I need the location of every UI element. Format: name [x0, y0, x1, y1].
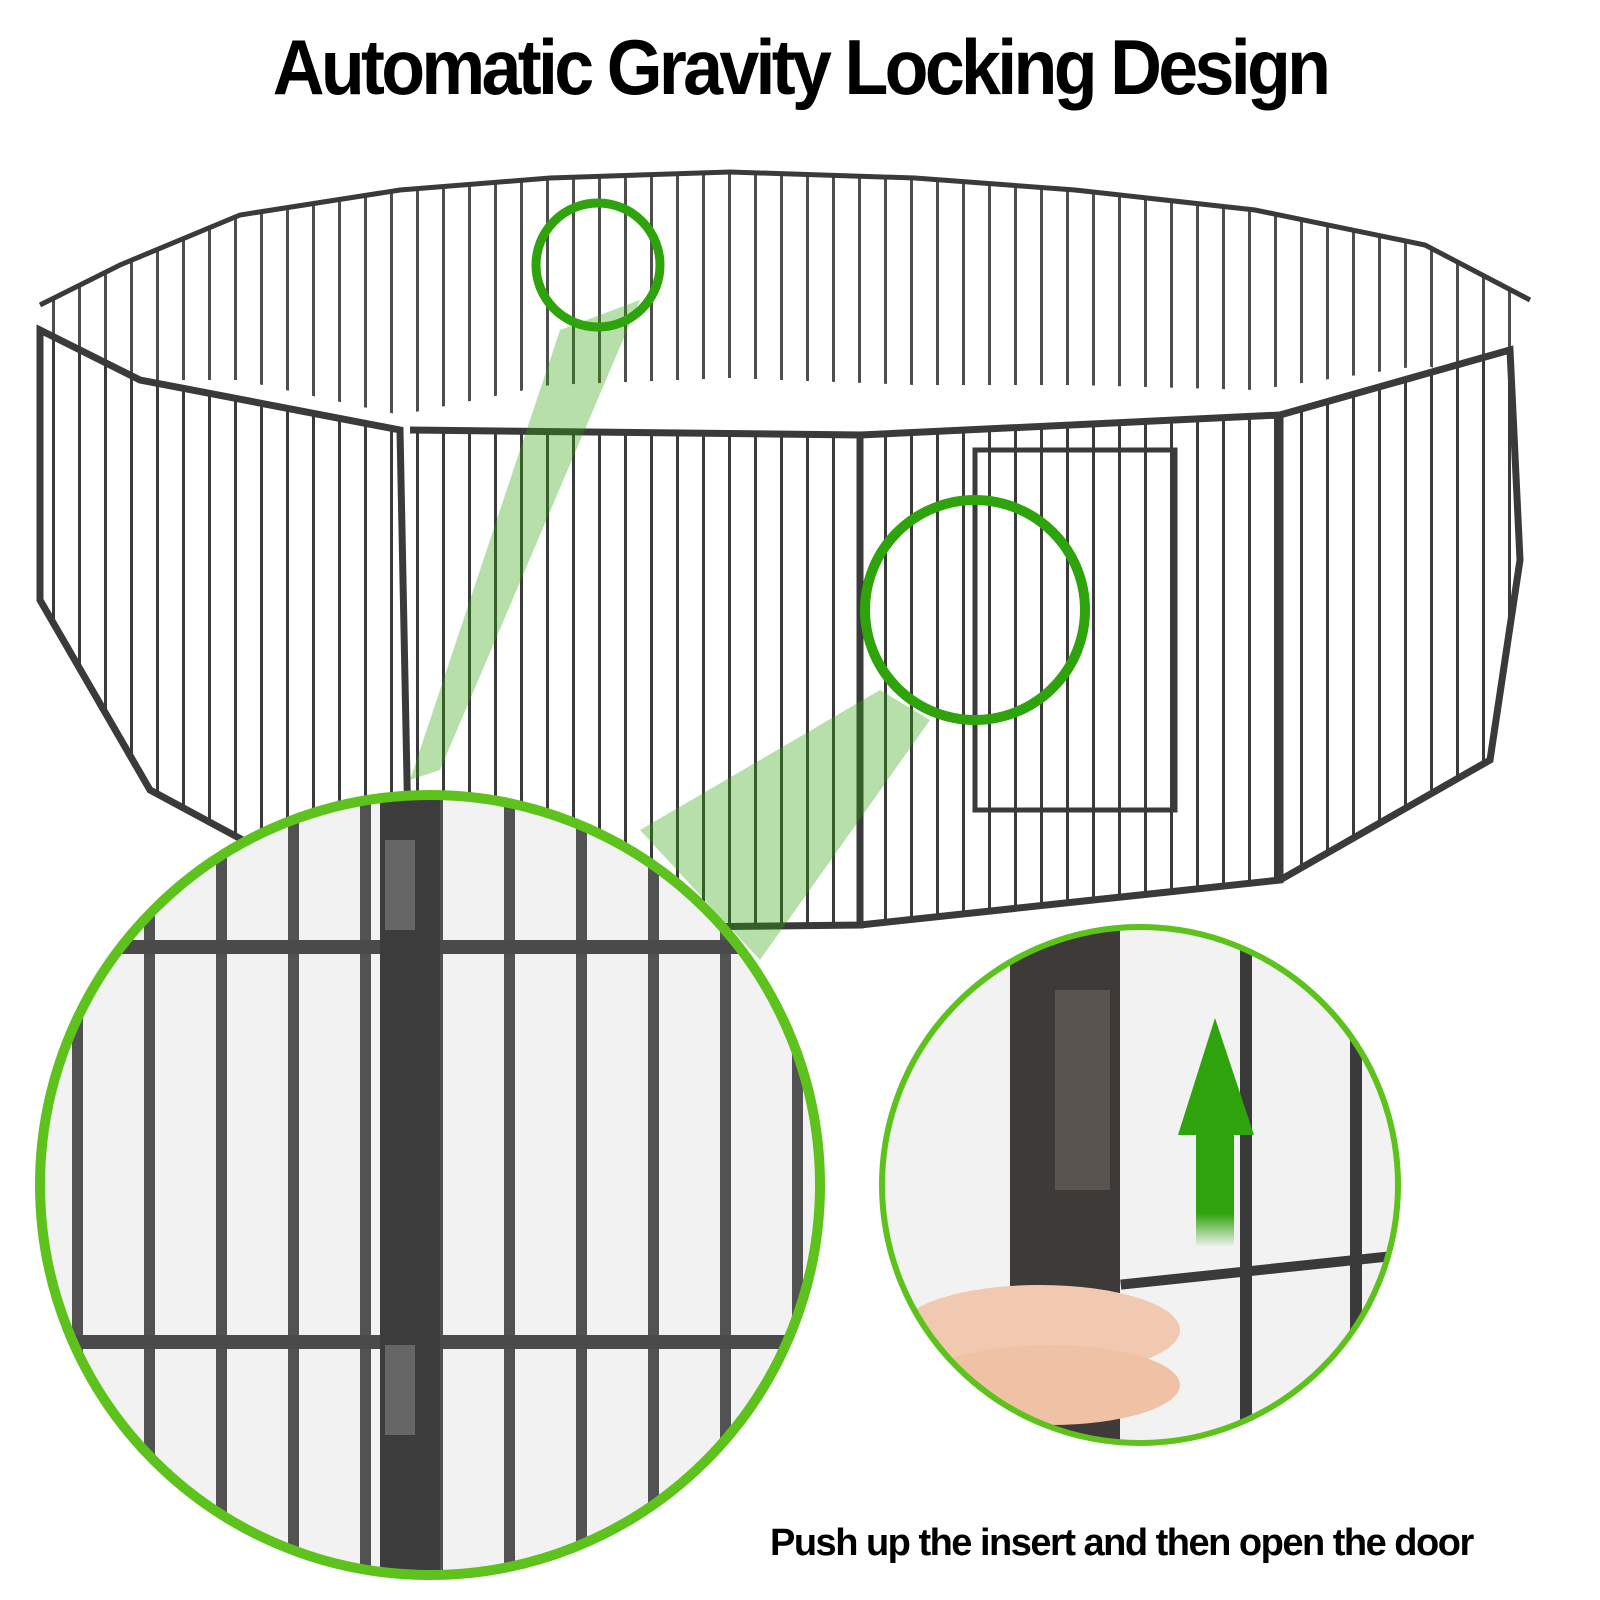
callout-beam-front	[640, 690, 930, 960]
callout-ring-top-gate	[531, 198, 665, 332]
callout-beam-top	[410, 300, 640, 780]
latch-closeup-left	[35, 790, 825, 1580]
playpen-back-panels	[38, 169, 1532, 415]
page-title: Automatic Gravity Locking Design	[272, 23, 1331, 111]
latch-closeup-right	[879, 924, 1401, 1446]
arrow-up-icon	[1178, 1018, 1254, 1247]
callout-ring-front-gate	[860, 495, 1090, 725]
instruction-caption: Push up the insert and then open the doo…	[770, 1522, 1474, 1564]
